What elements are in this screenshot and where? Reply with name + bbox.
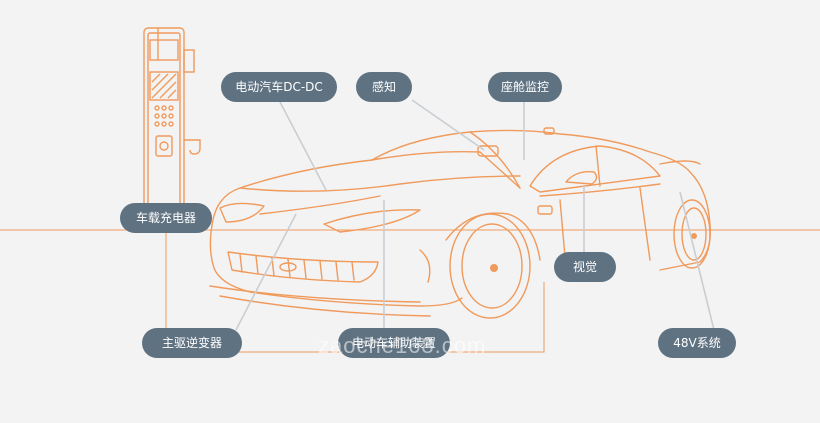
charging-station-illustration: [143, 27, 201, 231]
rear-wheel-hub: [691, 233, 697, 239]
label-onboard-charger[interactable]: 车载充电器: [120, 203, 212, 233]
car-illustration: [209, 127, 711, 319]
label-vision[interactable]: 视觉: [554, 252, 616, 282]
callout-lines-gray: [235, 99, 715, 331]
label-48v-system[interactable]: 48V系统: [658, 328, 736, 358]
label-sensing[interactable]: 感知: [356, 72, 412, 102]
label-dcdc[interactable]: 电动汽车DC-DC: [221, 72, 337, 102]
label-cabin-monitoring[interactable]: 座舱监控: [488, 72, 562, 102]
label-ev-auxiliary[interactable]: 电动车辅助装置: [338, 328, 450, 358]
label-main-inverter[interactable]: 主驱逆变器: [142, 328, 242, 358]
front-wheel-hub: [490, 264, 498, 272]
